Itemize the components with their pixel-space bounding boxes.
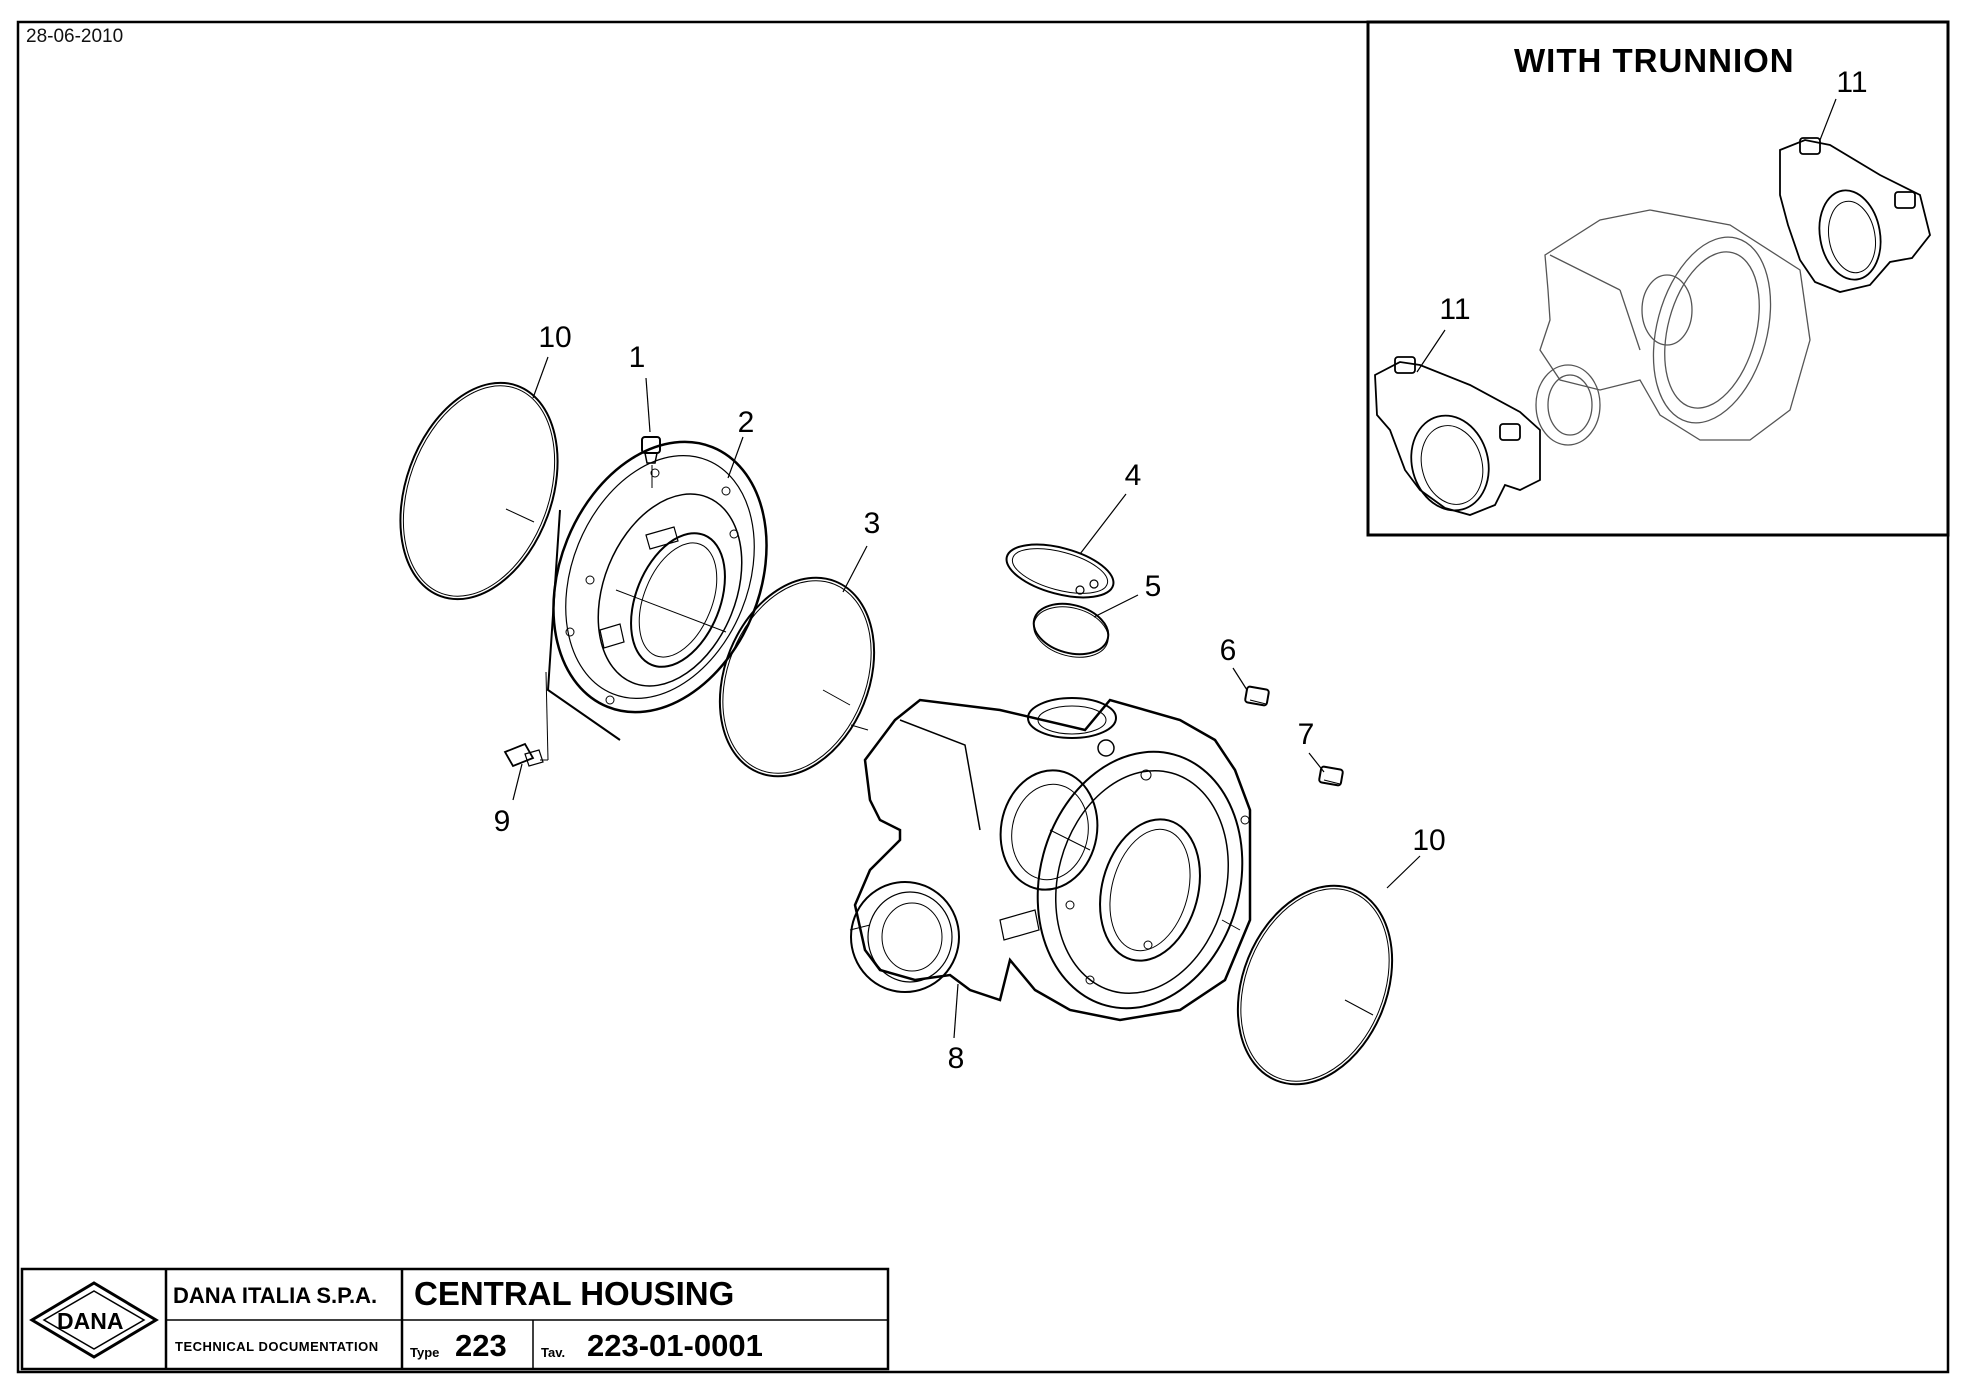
sheet-border [16, 20, 1950, 1374]
callout-10-right: 10 [1412, 824, 1446, 857]
callout-2: 2 [737, 406, 755, 439]
plug-part-7 [1318, 765, 1344, 787]
o-ring-left [399, 381, 559, 601]
department-label: TECHNICAL DOCUMENTATION [175, 1339, 379, 1354]
type-value: 223 [455, 1328, 507, 1363]
central-housing-part-8 [849, 697, 1252, 1022]
o-ring-part-3 [718, 576, 876, 778]
callout-7: 7 [1297, 718, 1315, 751]
callout-9: 9 [493, 805, 511, 838]
screw-part-9 [503, 671, 549, 768]
plate-part-5 [1032, 602, 1110, 658]
dana-logo-diamond [29, 1281, 159, 1359]
callout-10: 10 [538, 321, 572, 354]
company-name: DANA ITALIA S.P.A. [173, 1283, 378, 1308]
callout-6: 6 [1219, 634, 1237, 667]
callout-3: 3 [863, 507, 881, 540]
plug-part-6 [1244, 685, 1270, 707]
sheet-title: CENTRAL HOUSING [414, 1275, 735, 1312]
callout-5: 5 [1144, 570, 1162, 603]
title-block-frame [20, 1267, 890, 1371]
callout-11-lower: 11 [1439, 293, 1471, 326]
tav-label: Tav. [541, 1345, 566, 1360]
inset-housing-drawing [1535, 209, 1811, 446]
drawing-date: 28-06-2010 [26, 26, 124, 47]
inset-title: WITH TRUNNION [1514, 42, 1795, 79]
callout-4: 4 [1124, 459, 1142, 492]
callout-1: 1 [628, 341, 646, 374]
tav-value: 223-01-0001 [587, 1328, 763, 1363]
o-ring-right [1236, 884, 1394, 1086]
grease-nipple-part-1 [641, 436, 661, 488]
leader-lines [512, 98, 1837, 1039]
inset-trunnion-bracket-upper [1779, 137, 1931, 293]
callout-11-upper: 11 [1836, 66, 1868, 99]
inset-frame [1366, 20, 1950, 537]
dana-logo-text: DANA [57, 1308, 124, 1334]
type-label: Type [410, 1345, 440, 1360]
callout-8: 8 [947, 1042, 965, 1075]
cover-part-2 [546, 440, 768, 741]
inset-trunnion-bracket-lower [1374, 356, 1541, 516]
snap-ring-part-4 [1005, 543, 1115, 599]
